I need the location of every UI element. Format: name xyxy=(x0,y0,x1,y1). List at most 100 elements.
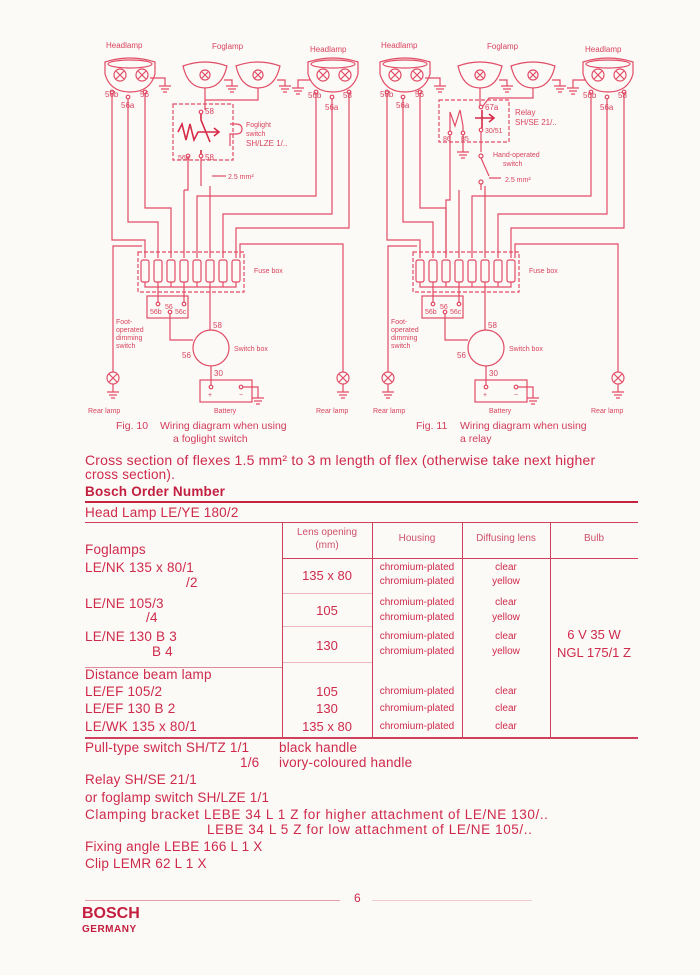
pull-switch-alt: 1/6 xyxy=(240,755,260,770)
dimming-switch-label: dimming xyxy=(116,335,143,342)
pull-switch-handle: black handle xyxy=(279,740,358,755)
terminal-56c: 56c xyxy=(175,309,187,316)
row-name: /2 xyxy=(186,575,198,590)
row-housing: chromium-plated xyxy=(379,597,455,608)
rear-lamp-label: Rear lamp xyxy=(373,408,405,415)
terminal-30: 30 xyxy=(489,369,498,378)
terminal-56a: 56a xyxy=(600,103,614,112)
relay: Relay SH/SE 21/1 xyxy=(85,772,198,787)
switch-label: Foglight xyxy=(246,122,271,129)
terminal-56b: 56b xyxy=(380,90,394,99)
fuse-box-label: Fuse box xyxy=(254,268,283,275)
battery-minus: − xyxy=(239,392,243,399)
fig11-number: Fig. 11 xyxy=(416,420,448,432)
row-name: LE/EF 130 B 2 xyxy=(85,701,176,716)
order-heading: Bosch Order Number xyxy=(85,484,226,499)
battery-label: Battery xyxy=(214,408,237,415)
cross-section-note: Cross section of flexes 1.5 mm² to 3 m l… xyxy=(85,452,596,468)
hand-switch-label: Hand-operated xyxy=(493,152,540,159)
battery-plus: + xyxy=(483,392,487,399)
terminal-56b: 56b xyxy=(150,309,162,316)
header-housing: Housing xyxy=(398,533,436,544)
row-lens: 135 x 80 xyxy=(302,568,352,583)
header-lens-unit: (mm) xyxy=(315,540,339,551)
fuse-box-label: Fuse box xyxy=(529,268,558,275)
row-diffusing: clear xyxy=(495,597,517,608)
fig11-caption: a relay xyxy=(460,433,492,445)
terminal-56b: 56b xyxy=(105,90,119,99)
footer-rule xyxy=(372,900,532,901)
row-name: B 4 xyxy=(152,644,173,659)
head-lamp: Head Lamp LE/YE 180/2 xyxy=(85,505,239,520)
dimming-switch-label: Foot- xyxy=(391,319,408,326)
terminal-58: 58 xyxy=(488,321,497,330)
row-housing: chromium-plated xyxy=(379,612,455,623)
battery-label: Battery xyxy=(489,408,512,415)
terminal-56: 56 xyxy=(182,351,191,360)
switch-label: switch xyxy=(246,131,266,138)
switch-terminal: 56a xyxy=(178,155,190,162)
switch-terminal: 58 xyxy=(205,153,214,162)
brand-country: GERMANY xyxy=(82,924,137,935)
relay-label: Relay xyxy=(515,108,535,117)
battery-plus: + xyxy=(208,392,212,399)
dimming-switch-label: operated xyxy=(391,327,419,334)
terminal-56: 56 xyxy=(457,351,466,360)
figure-11-diagram: Headlamp Foglamp Headlamp 56b 56 56a 56b… xyxy=(373,41,634,415)
bulb-value: NGL 175/1 Z xyxy=(557,645,631,660)
terminal-56a: 56a xyxy=(396,101,410,110)
row-housing: chromium-plated xyxy=(379,686,455,697)
fig10-caption: a foglight switch xyxy=(173,433,248,445)
terminal-56: 56 xyxy=(165,304,173,311)
row-housing: chromium-plated xyxy=(379,703,455,714)
terminal-58: 58 xyxy=(618,91,627,100)
row-lens: 135 x 80 xyxy=(302,719,352,734)
row-housing: chromium-plated xyxy=(379,576,455,587)
dimming-switch-label: Foot- xyxy=(116,319,133,326)
battery-minus: − xyxy=(514,392,518,399)
group-foglamps: Foglamps xyxy=(85,542,146,557)
fig11-caption: Wiring diagram when using xyxy=(460,420,587,432)
headlamp-left-label: Headlamp xyxy=(381,41,418,50)
clamping-bracket: Clamping bracket LEBE 34 L 1 Z for highe… xyxy=(85,807,549,822)
dimming-switch-label: switch xyxy=(391,343,411,350)
headlamp-right-label: Headlamp xyxy=(585,45,622,54)
relay-terminal: 67a xyxy=(485,103,499,112)
terminal-56b: 56b xyxy=(308,91,322,100)
relay-terminal: 85 xyxy=(461,136,469,143)
relay-terminal: 86 xyxy=(443,136,451,143)
terminal-58: 58 xyxy=(343,91,352,100)
foglamp-label: Foglamp xyxy=(487,42,519,51)
row-diffusing: yellow xyxy=(492,576,520,587)
foglight-switch-symbol xyxy=(172,88,259,191)
row-diffusing: clear xyxy=(495,631,517,642)
cross-section-label: 2.5 mm² xyxy=(228,174,254,181)
row-name: LE/NK 135 x 80/1 xyxy=(85,560,195,575)
row-lens: 105 xyxy=(316,684,338,699)
terminal-56a: 56a xyxy=(325,103,339,112)
terminal-56c: 56c xyxy=(450,309,462,316)
cross-section-note: cross section). xyxy=(85,467,176,482)
fig10-caption: Wiring diagram when using xyxy=(160,420,287,432)
foglamp-switch: or foglamp switch SH/LZE 1/1 xyxy=(85,790,270,805)
figure-10-diagram: Headlamp Foglamp Headlamp 56b 56 56a 56b… xyxy=(88,41,359,415)
footer-rule xyxy=(85,900,340,901)
terminal-56b: 56b xyxy=(425,309,437,316)
switch-terminal: 58 xyxy=(205,107,214,116)
rear-lamp-label: Rear lamp xyxy=(316,408,348,415)
brand-logo: BOSCH xyxy=(82,905,140,922)
dimming-switch-label: dimming xyxy=(391,335,418,342)
headlamp-left-label: Headlamp xyxy=(106,41,143,50)
relay-label: SH/SE 21/.. xyxy=(515,118,557,127)
row-diffusing: clear xyxy=(495,703,517,714)
row-diffusing: clear xyxy=(495,721,517,732)
header-diffusing-lens: Diffusing lens xyxy=(476,533,536,544)
clip: Clip LEMR 62 L 1 X xyxy=(85,856,207,871)
dimming-switch-label: switch xyxy=(116,343,136,350)
terminal-58: 58 xyxy=(213,321,222,330)
row-lens: 130 xyxy=(316,638,338,653)
header-lens: Lens opening xyxy=(296,527,358,538)
terminal-56b: 56b xyxy=(583,91,597,100)
terminal-56: 56 xyxy=(415,90,424,99)
page-number: 6 xyxy=(354,891,361,905)
